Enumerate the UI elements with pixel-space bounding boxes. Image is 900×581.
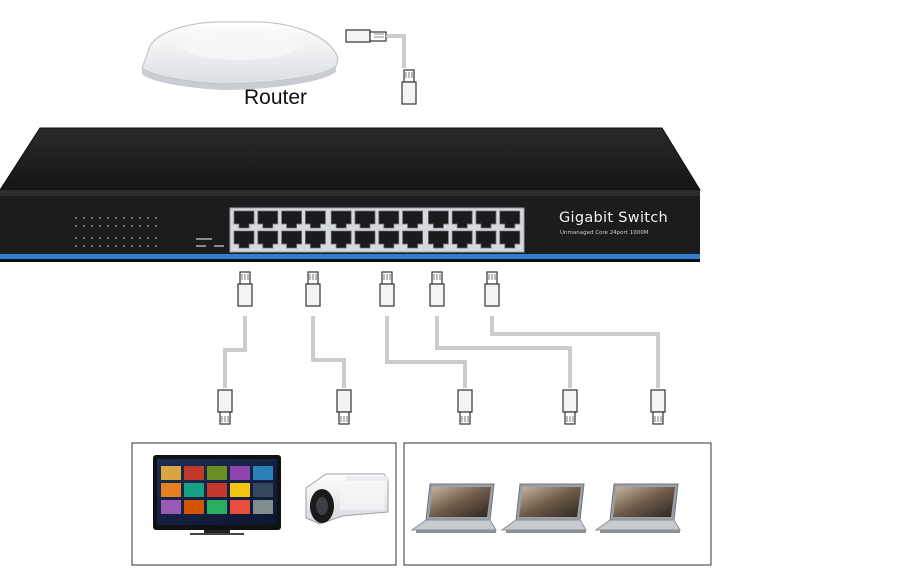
router-label: Router (244, 86, 308, 109)
ip-camera-icon (305, 473, 389, 525)
rj45-port (451, 210, 473, 229)
rj45-port (378, 230, 400, 249)
rj45-port (330, 230, 352, 249)
rj45-port (499, 230, 521, 249)
smart-tv-icon (153, 455, 281, 535)
downlink-cables (223, 316, 660, 388)
rj45-port (499, 210, 521, 229)
port-panel (229, 207, 525, 253)
laptop-icon (410, 483, 497, 533)
rj45-port (451, 230, 473, 249)
rj45-port (233, 210, 255, 229)
rj45-port (378, 210, 400, 229)
computers-box (403, 442, 712, 566)
laptop-icon (594, 483, 681, 533)
rj45-port (257, 210, 279, 229)
rj45-port (257, 230, 279, 249)
rj45-port (475, 230, 497, 249)
rj45-port (233, 230, 255, 249)
rj45-port (428, 230, 449, 249)
rj45-port (281, 230, 302, 249)
media-devices-box (131, 442, 397, 566)
rj45-port (428, 210, 449, 229)
switch-brand-label: Gigabit Switch (559, 210, 669, 226)
rj45-port (475, 210, 497, 229)
rj45-port (281, 210, 302, 229)
gigabit-switch (0, 127, 701, 262)
device-side-plugs (217, 389, 666, 425)
led-indicator-panel (75, 217, 224, 247)
router-icon (141, 21, 339, 90)
rj45-port (354, 210, 376, 229)
switch-subtitle: Unmanaged Core 24port 1000M (560, 230, 649, 236)
router-uplink-cable (345, 29, 417, 105)
laptop-icon (500, 483, 587, 533)
rj45-port (354, 230, 376, 249)
rj45-port (330, 210, 352, 229)
switch-side-plugs (237, 271, 500, 307)
rj45-port (402, 230, 423, 249)
rj45-port (305, 230, 326, 249)
rj45-port (305, 210, 326, 229)
rj45-port (402, 210, 423, 229)
